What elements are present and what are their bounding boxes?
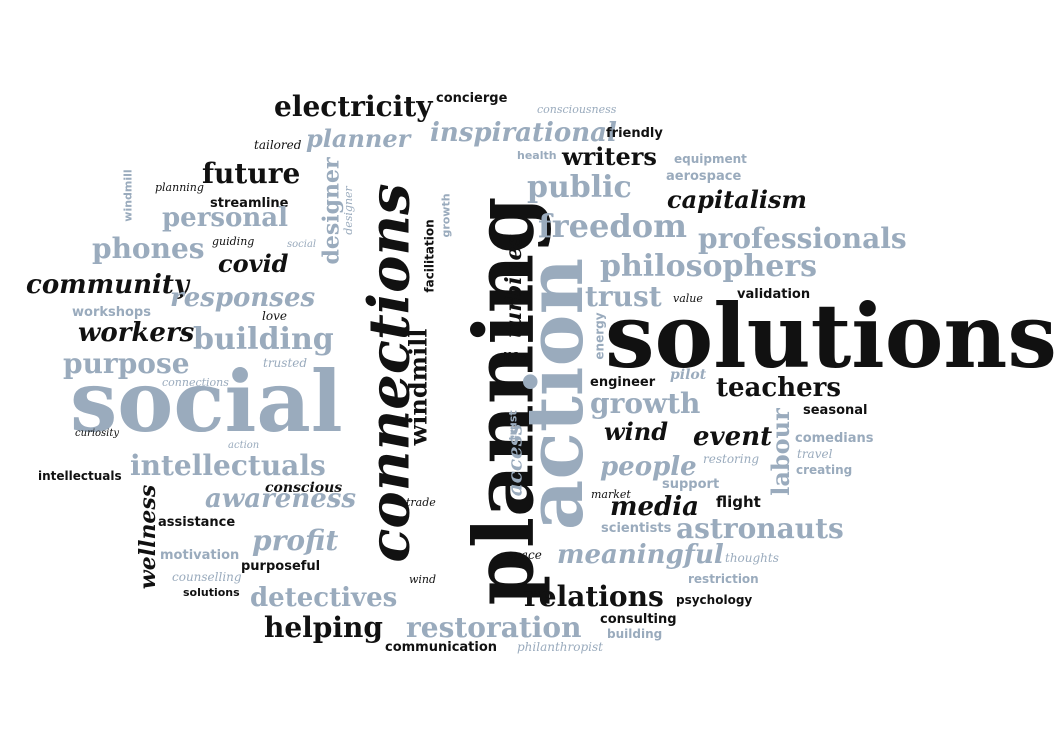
word-action-small: action <box>228 440 260 451</box>
word-responses: responses <box>170 283 316 313</box>
word-assistance: assistance <box>158 515 236 530</box>
word-psychology: psychology <box>676 593 753 607</box>
word-inspirational: inspirational <box>430 118 617 148</box>
word-travel: travel <box>797 447 833 461</box>
word-meaningful: meaningful <box>557 540 724 570</box>
word-life: life <box>503 351 527 366</box>
word-energy: energy <box>592 312 607 360</box>
word-social-small: social <box>287 239 317 250</box>
word-consciousness: consciousness <box>537 103 617 116</box>
word-media: media <box>610 492 699 522</box>
word-awareness: awareness <box>205 484 357 514</box>
word-restoration: restoration <box>406 611 582 644</box>
word-freedom: freedom <box>538 207 687 245</box>
word-labour: labour <box>765 408 795 496</box>
word-capitalism: capitalism <box>667 185 807 214</box>
word-growth-small: growth <box>439 193 453 238</box>
word-pilot: pilot <box>670 367 707 383</box>
word-turbines: turbines <box>500 234 527 338</box>
word-consulting: consulting <box>600 612 677 627</box>
word-covid: covid <box>218 249 289 278</box>
word-social: social <box>70 352 343 451</box>
word-seasonal: seasonal <box>803 403 868 418</box>
word-windmill-small: windmill <box>121 169 135 222</box>
word-writers: writers <box>562 142 657 171</box>
word-teachers: teachers <box>716 373 842 403</box>
word-intellectuals: intellectuals <box>130 449 326 482</box>
word-future: future <box>202 157 301 190</box>
word-restoring: restoring <box>703 452 760 466</box>
word-designer: designer <box>318 157 345 265</box>
word-designer-small: designer <box>341 186 355 235</box>
word-planner: planner <box>306 124 411 153</box>
word-concierge: concierge <box>436 91 508 106</box>
word-trusted: trusted <box>263 356 308 370</box>
word-validation: validation <box>737 287 811 302</box>
word-streamline: streamline <box>210 196 289 211</box>
word-value: value <box>673 292 703 305</box>
word-comedians: comedians <box>795 431 874 446</box>
word-action: action <box>510 257 602 531</box>
word-windmill: windmill <box>403 328 433 446</box>
word-facilitation: facilitation <box>422 219 437 293</box>
word-detectives: detectives <box>250 583 398 613</box>
word-curiosity: curiosity <box>75 428 120 439</box>
word-creating: creating <box>796 463 853 477</box>
word-purposeful: purposeful <box>241 559 321 574</box>
word-counselling: counselling <box>172 570 242 584</box>
word-people: people <box>600 452 697 482</box>
word-workshops: workshops <box>72 305 151 320</box>
word-restriction: restriction <box>688 572 759 586</box>
word-support: support <box>662 477 720 492</box>
word-community: community <box>26 270 189 300</box>
word-wind: wind <box>604 417 669 446</box>
word-workers: workers <box>78 318 195 348</box>
word-phones: phones <box>92 232 205 265</box>
word-connections-small: connections <box>162 376 229 389</box>
word-personal: personal <box>162 203 289 233</box>
word-profit: profit <box>252 524 339 557</box>
word-purpose: purpose <box>63 347 190 380</box>
word-solutions: solutions <box>605 284 1057 388</box>
word-love: love <box>262 309 287 323</box>
word-market: market <box>591 488 631 501</box>
word-relations: relations <box>524 580 664 613</box>
word-planning-small: planning <box>155 181 204 194</box>
word-public: public <box>527 170 632 205</box>
word-health: health <box>517 149 557 162</box>
word-event: event <box>693 422 773 452</box>
word-intellectuals-small: intellectuals <box>38 469 122 483</box>
word-friendly: friendly <box>606 126 663 141</box>
word-philanthropist: philanthropist <box>517 640 603 654</box>
word-philosophers: philosophers <box>600 249 818 284</box>
word-thoughts: thoughts <box>725 551 779 565</box>
word-scientists: wellness <box>135 484 162 590</box>
word-engineer: engineer <box>590 375 656 390</box>
word-trust: trust <box>585 280 662 313</box>
word-flight: flight <box>716 493 761 511</box>
word-conscious: conscious <box>265 480 343 496</box>
word-building: building <box>193 322 334 357</box>
word-astronauts: astronauts <box>676 512 844 545</box>
word-electricity: electricity <box>274 90 433 123</box>
word-wellness: scientists <box>601 521 672 536</box>
word-growth: growth <box>590 387 701 420</box>
word-solutions-small: solutions <box>183 586 240 599</box>
word-guiding: guiding <box>212 235 255 248</box>
word-access: access <box>502 423 527 497</box>
word-wind-small: wind <box>409 573 437 586</box>
word-equipment: equipment <box>674 152 747 166</box>
word-helping: helping <box>264 611 383 644</box>
word-building-small: building <box>607 627 663 641</box>
word-space: space <box>507 548 542 562</box>
word-communication: communication <box>385 640 498 655</box>
word-professionals: professionals <box>698 222 907 255</box>
word-motivation: motivation <box>160 548 240 563</box>
word-aerospace: aerospace <box>666 169 742 184</box>
word-trade: trade <box>406 496 436 509</box>
word-tailored: tailored <box>254 138 302 152</box>
